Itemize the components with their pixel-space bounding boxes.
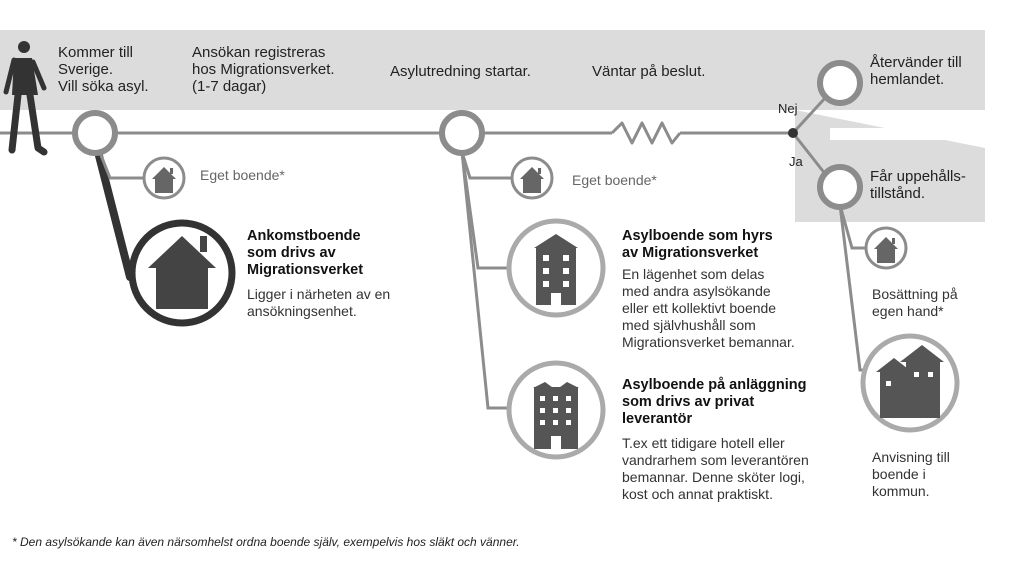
stage-arrival: Kommer till Sverige. Vill söka asyl. bbox=[58, 44, 149, 95]
stage-circle-arrival bbox=[72, 110, 118, 156]
house-icon bbox=[128, 219, 236, 327]
apartment-building-icon bbox=[506, 218, 606, 318]
walking-person-icon bbox=[3, 41, 48, 156]
stage-circle-return bbox=[817, 60, 863, 106]
stage-investigation: Asylutredning startar. bbox=[390, 63, 531, 80]
facility-housing-title: Asylboende på anläggning som drivs av pr… bbox=[622, 377, 807, 427]
rented-housing-desc: En lägenhet som delas med andra asylsöka… bbox=[622, 266, 795, 350]
rented-housing-title: Asylboende som hyrs av Migrationsverket bbox=[622, 228, 773, 261]
stage-registration: Ansökan registreras hos Migrationsverket… bbox=[192, 44, 335, 95]
houses-icon bbox=[860, 333, 960, 433]
connectors bbox=[91, 136, 872, 410]
decision-point bbox=[788, 128, 798, 138]
lower-branch-band bbox=[795, 110, 985, 222]
outcome-residence-permit: Får uppehålls- tillstånd. bbox=[870, 168, 966, 202]
arrival-housing-desc: Ligger i närheten av en ansökningsenhet. bbox=[247, 286, 391, 319]
arrival-housing-title: Ankomstboende som drivs av Migrationsver… bbox=[247, 228, 364, 278]
own-housing-label: Eget boende* bbox=[200, 167, 285, 183]
hotel-building-icon bbox=[506, 360, 606, 460]
timeline-band bbox=[0, 30, 985, 110]
stage-circle-permit bbox=[817, 164, 863, 210]
branch-no-label: Nej bbox=[778, 101, 798, 116]
own-housing-label: Eget boende* bbox=[572, 172, 657, 188]
branch-yes-label: Ja bbox=[789, 154, 803, 169]
facility-housing-desc: T.ex ett tidigare hotell eller vandrarhe… bbox=[622, 435, 809, 502]
settle-own-label: Bosättning på egen hand* bbox=[872, 286, 958, 319]
municipality-label: Anvisning till boende i kommun. bbox=[872, 449, 950, 499]
stage-circle-investigation bbox=[439, 110, 485, 156]
house-icon bbox=[142, 156, 186, 200]
footnote: * Den asylsökande kan även närsomhelst o… bbox=[12, 535, 520, 549]
stage-waiting: Väntar på beslut. bbox=[592, 63, 706, 80]
house-icon bbox=[510, 156, 554, 200]
outcome-return-home: Återvänder till hemlandet. bbox=[870, 54, 962, 88]
house-icon bbox=[864, 226, 908, 270]
timeline-gap bbox=[830, 128, 1000, 140]
